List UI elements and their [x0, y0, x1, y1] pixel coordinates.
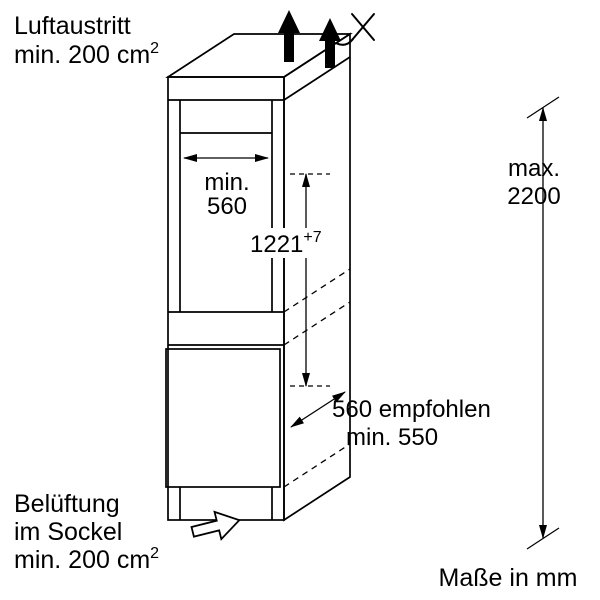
- power-cable-symbol-icon: [335, 13, 375, 46]
- label-depth-min: min. 550: [346, 424, 438, 451]
- label-niche-width-min: min.: [204, 169, 249, 196]
- air-up-arrow-icon: [278, 10, 300, 62]
- air-outlet-slot: [168, 56, 351, 134]
- label-max-height-value: 2200: [507, 183, 560, 210]
- label-niche-height-value: 1221: [250, 231, 303, 258]
- plinth-hidden-edge: [283, 443, 351, 488]
- cabinet-front-face: [167, 76, 285, 521]
- plinth-vent-arrow-icon: [190, 510, 241, 541]
- label-niche-width-value: 560: [207, 193, 247, 220]
- air-up-arrow-icon: [319, 18, 341, 68]
- cabinet-side-face: [283, 32, 351, 522]
- dimension-niche-height: [246, 173, 336, 387]
- niche-floor-hidden-edge: [283, 268, 351, 313]
- label-air-outlet-value: min. 200 cm2: [14, 40, 159, 69]
- label-units-note: Maße in mm: [439, 564, 578, 592]
- appliance-niche: [168, 133, 351, 346]
- shelf-hidden-edge: [283, 301, 351, 346]
- dimension-depth: [290, 391, 346, 428]
- label-plinth-vent-line1: Belüftung: [14, 490, 120, 518]
- label-niche-height: 1221+7: [250, 229, 322, 258]
- plinth: [179, 443, 351, 520]
- label-plinth-vent-line2: im Sockel: [14, 518, 122, 546]
- cabinet-outline: [165, 32, 353, 522]
- air-flow-arrows: [278, 10, 341, 68]
- label-max-height-prefix: max.: [508, 155, 560, 182]
- label-air-outlet-title: Luftaustritt: [14, 12, 131, 40]
- label-plinth-vent-value-text: min. 200 cm: [14, 546, 150, 574]
- lower-door: [165, 348, 281, 488]
- label-plinth-vent-value: min. 200 cm2: [14, 545, 159, 574]
- label-backing: [246, 228, 336, 258]
- label-niche-height-tolerance: +7: [303, 229, 321, 246]
- label-plinth-vent-sup: 2: [150, 545, 159, 562]
- label-air-outlet-sup: 2: [150, 40, 159, 57]
- label-depth-recommended: 560 empfohlen: [332, 396, 491, 423]
- label-air-outlet-value-text: min. 200 cm: [14, 41, 150, 69]
- dimension-total-height: [526, 96, 560, 550]
